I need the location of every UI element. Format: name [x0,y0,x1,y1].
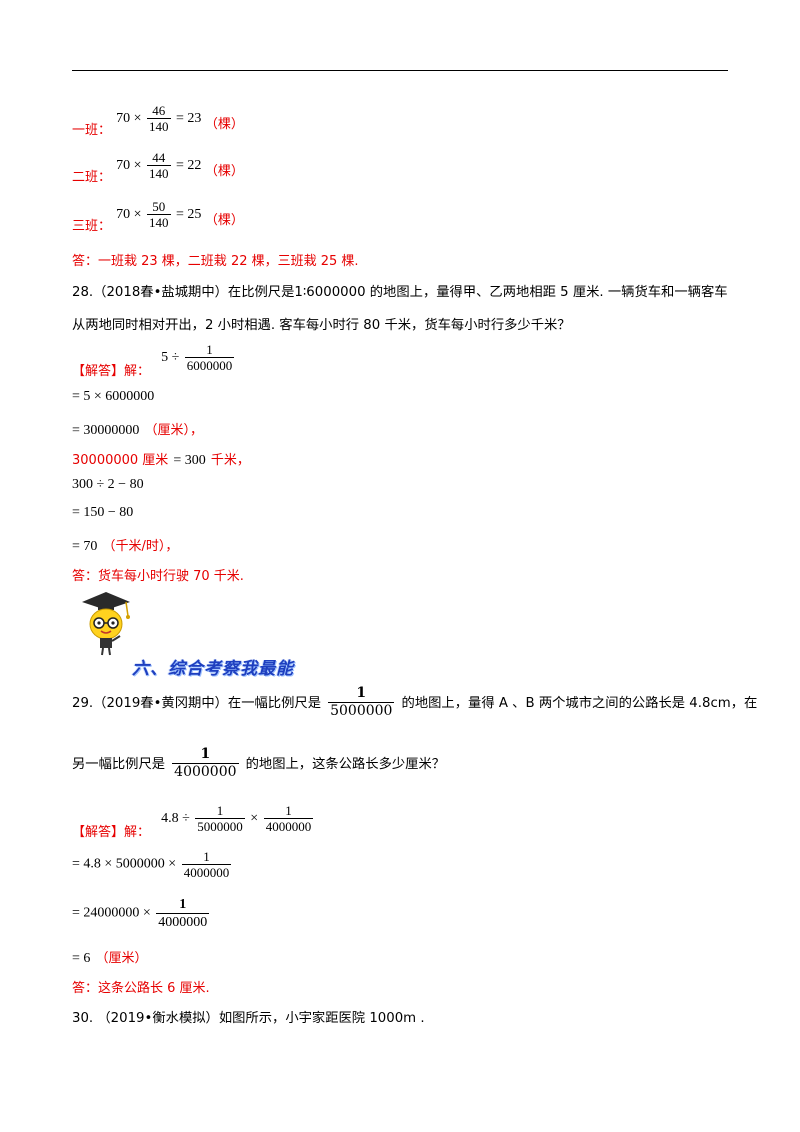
q28-step7-unit: （千米/时）， [102,539,179,554]
part1-answer: 答：一班栽 23 棵，二班栽 22 棵，三班栽 25 棵. [72,254,359,269]
q28-solution-label: 【解答】解： [72,363,151,379]
class3-unit: （棵） [204,212,244,228]
q30-line1: 30. （2019•衡水模拟）如图所示，小宇家距医院 1000m . [72,1011,425,1026]
q28-answer: 答：货车每小时行驶 70 千米. [72,569,244,584]
q28-step3-row: = 30000000 （厘米）， [72,419,203,439]
q28-step3: = 30000000 [72,423,140,438]
q28-line2: 从两地同时相对开出，2 小时相遇. 客车每小时行 80 千米，货车每小时行多少千… [72,318,571,333]
q29-solution-label: 【解答】解： [72,824,151,840]
q29-step4-unit: （厘米） [95,951,148,966]
q28-step4-mid: = 300 [173,453,206,468]
q28-line1: 28.（2018春•盐城期中）在比例尺是1∶6000000 的地图上，量得甲、乙… [72,285,728,300]
q28-step5: 300 ÷ 2 − 80 [72,477,144,492]
class2-label: 二班： [72,169,112,185]
class1-label: 一班： [72,122,112,138]
section-title: 六、综合考察我最能 [132,659,294,679]
q28-step7: = 70 [72,539,98,554]
q28-step6: = 150 − 80 [72,505,134,520]
q29-step4-row: = 6 （厘米） [72,947,148,967]
class3-label: 三班： [72,218,112,234]
mascot-graduate-icon [82,592,130,656]
class2-unit: （棵） [204,163,244,179]
q28-step4-row: 30000000 厘米 = 300 千米， [72,449,250,469]
q28-step4-unit: 千米， [210,453,250,468]
q29-answer: 答：这条公路长 6 厘米. [72,981,210,996]
class1-unit: （棵） [204,116,244,132]
q28-step3-unit: （厘米）， [144,423,204,438]
q28-step4-left: 30000000 厘米 [72,453,169,468]
q28-step2: = 5 × 6000000 [72,389,155,404]
q29-step4: = 6 [72,951,91,966]
q28-step7-row: = 70 （千米/时）， [72,535,178,555]
header-rule [72,70,728,71]
